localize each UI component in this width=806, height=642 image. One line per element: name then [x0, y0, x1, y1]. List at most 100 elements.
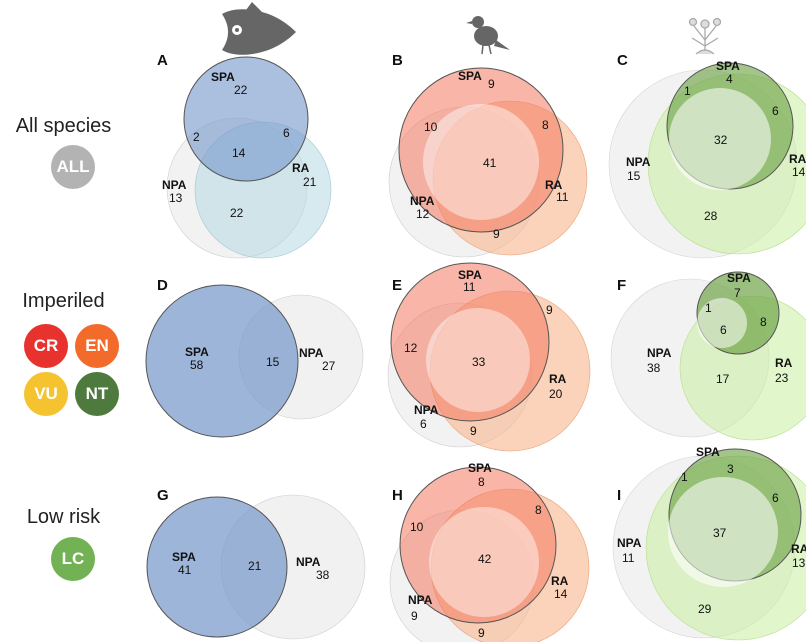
badge-cr: CR — [24, 324, 68, 368]
venn-panel-d: D SPA 58 15 NPA 27 — [145, 277, 364, 438]
badge-vu: VU — [24, 372, 68, 416]
venn-panel-e: E SPA 11 9 12 33 RA 20 NPA 6 9 — [387, 262, 591, 452]
venn-panel-i: I SPA 3 1 6 37 NPA 11 RA 13 29 — [612, 445, 806, 641]
venn-panel-h: H SPA 8 8 10 42 RA 14 NPA 9 9 — [389, 461, 590, 642]
set-label-npa-d: NPA — [299, 346, 324, 360]
spa-circle-e — [390, 262, 550, 422]
badge-nt-text: NT — [85, 384, 109, 403]
panel-letter-a: A — [157, 52, 168, 69]
venn-panel-f: F SPA 7 1 8 6 NPA 38 RA 23 17 — [610, 271, 806, 441]
count-npa-e: 6 — [420, 417, 427, 431]
count-spa-a: 22 — [234, 83, 248, 97]
count-all-a: 14 — [232, 146, 246, 160]
count-npa-ra-e: 9 — [470, 424, 477, 438]
bird-icon — [466, 16, 510, 55]
panel-letter-e: E — [392, 277, 402, 294]
set-label-npa-a: NPA — [162, 178, 187, 192]
count-ra-b: 11 — [556, 190, 569, 204]
panel-letter-g: G — [157, 487, 169, 504]
count-spa-d: 58 — [190, 358, 204, 372]
count-all-f: 6 — [720, 323, 727, 337]
panel-letter-h: H — [392, 487, 403, 504]
count-spa-f: 7 — [734, 286, 741, 300]
count-all-h: 42 — [478, 552, 492, 566]
count-spa-ra-a: 6 — [283, 126, 290, 140]
row-label-all-species: All species — [15, 115, 112, 137]
set-label-spa-i: SPA — [696, 445, 720, 459]
count-npa-f: 38 — [647, 361, 661, 375]
count-spa-ra-e: 9 — [546, 303, 553, 317]
spa-inner-i — [668, 477, 778, 587]
count-spa-h: 8 — [478, 475, 485, 489]
panel-letter-i: I — [617, 487, 621, 504]
venn-panel-b: B SPA 9 10 8 41 RA 11 NPA 12 9 — [388, 52, 588, 258]
set-label-npa-i: NPA — [617, 536, 642, 550]
count-npa-ra-b: 9 — [493, 227, 500, 241]
badge-en-text: EN — [85, 336, 109, 355]
badge-en: EN — [75, 324, 119, 368]
badge-vu-text: VU — [34, 384, 58, 403]
set-label-spa-c: SPA — [716, 59, 740, 73]
count-spa-npa-i: 1 — [681, 470, 688, 484]
panel-letter-b: B — [392, 52, 403, 69]
badge-all: ALL — [51, 145, 95, 189]
count-spa-npa-c: 1 — [684, 84, 691, 98]
count-spa-i: 3 — [727, 462, 734, 476]
set-label-ra-b: RA — [545, 178, 563, 192]
count-spa-npa-g: 21 — [248, 559, 262, 573]
set-label-npa-h: NPA — [408, 593, 433, 607]
panel-letter-c: C — [617, 52, 628, 69]
spa-circle-g — [146, 496, 288, 638]
set-label-ra-a: RA — [292, 161, 310, 175]
count-npa-g: 38 — [316, 568, 330, 582]
count-npa-i: 11 — [622, 551, 635, 565]
panel-letter-f: F — [617, 277, 626, 294]
count-spa-npa-e: 12 — [404, 341, 418, 355]
set-label-spa-b: SPA — [458, 69, 482, 83]
spa-circle-h — [399, 466, 557, 624]
spa-inner-f — [697, 298, 747, 348]
count-spa-npa-b: 10 — [424, 120, 438, 134]
spa-inner-e — [426, 308, 530, 412]
count-npa-c: 15 — [627, 169, 641, 183]
count-npa-ra-h: 9 — [478, 626, 485, 640]
count-all-b: 41 — [483, 156, 497, 170]
count-spa-npa-f: 1 — [705, 301, 712, 315]
spa-inner-b — [423, 104, 539, 220]
badge-all-text: ALL — [56, 157, 90, 176]
set-label-spa-a: SPA — [211, 70, 235, 84]
panel-letter-d: D — [157, 277, 168, 294]
count-spa-npa-d: 15 — [266, 355, 280, 369]
count-ra-e: 20 — [549, 387, 563, 401]
fish-icon — [222, 2, 296, 55]
count-ra-f: 23 — [775, 371, 789, 385]
count-all-c: 32 — [714, 133, 728, 147]
count-spa-ra-b: 8 — [542, 118, 549, 132]
count-spa-npa-a: 2 — [193, 130, 200, 144]
set-label-spa-g: SPA — [172, 550, 196, 564]
set-label-spa-d: SPA — [185, 345, 209, 359]
count-npa-b: 12 — [416, 207, 430, 221]
badge-nt: NT — [75, 372, 119, 416]
spa-circle-d — [145, 284, 299, 438]
count-spa-ra-f: 8 — [760, 315, 767, 329]
count-npa-ra-a: 22 — [230, 206, 244, 220]
count-ra-c: 14 — [792, 165, 806, 179]
count-spa-ra-h: 8 — [535, 503, 542, 517]
count-ra-h: 14 — [554, 587, 568, 601]
count-spa-ra-c: 6 — [772, 104, 779, 118]
row-label-low-risk: Low risk — [26, 506, 101, 528]
set-label-npa-c: NPA — [626, 155, 651, 169]
set-label-ra-i: RA — [791, 542, 806, 556]
count-npa-d: 27 — [322, 359, 336, 373]
set-label-ra-f: RA — [775, 356, 793, 370]
count-spa-b: 9 — [488, 77, 495, 91]
count-spa-ra-i: 6 — [772, 491, 779, 505]
count-spa-npa-h: 10 — [410, 520, 424, 534]
set-label-spa-e: SPA — [458, 268, 482, 282]
set-label-npa-e: NPA — [414, 403, 439, 417]
badge-lc-text: LC — [61, 549, 85, 568]
set-label-npa-b: NPA — [410, 194, 435, 208]
spa-circle-b — [398, 67, 564, 233]
count-ra-a: 21 — [303, 175, 317, 189]
